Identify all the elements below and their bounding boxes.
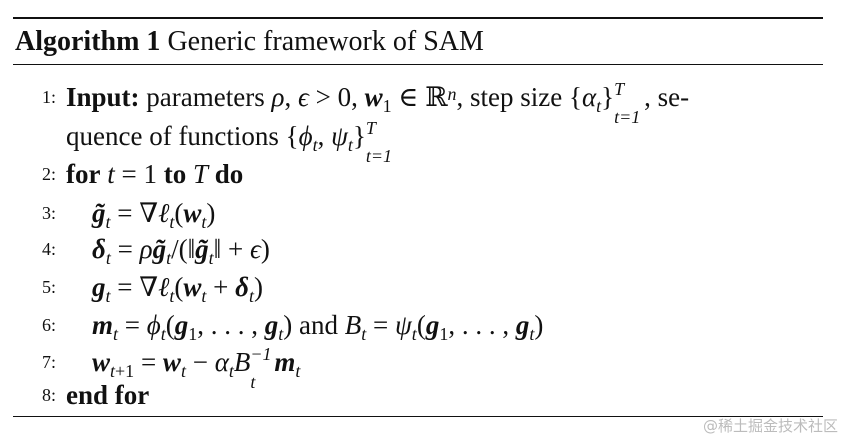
- algorithm-line-3: 3: g̃t = ∇ℓt(wt): [0, 194, 846, 232]
- end-for-keyword: end for: [66, 380, 150, 410]
- algorithm-line-8: 8: end for: [0, 376, 846, 414]
- algorithm-line-6: 6: mt = ϕt(g1, . . . , gt) and Bt = ψt(g…: [0, 306, 846, 344]
- line-number: 3:: [41, 203, 56, 223]
- and-word: and: [299, 310, 339, 340]
- line-number: 2:: [41, 164, 56, 184]
- algorithm-caption: Algorithm 1 Generic framework of SAM: [15, 24, 484, 60]
- algorithm-title: Generic framework of SAM: [167, 26, 484, 57]
- algorithm-label: Algorithm 1: [15, 26, 161, 57]
- line-number: 1:: [41, 87, 56, 107]
- line-content: g̃t = ∇ℓt(wt): [92, 198, 216, 233]
- algorithm-line-5: 5: gt = ∇ℓt(wt + δt): [0, 268, 846, 306]
- caption-rule: [13, 64, 823, 65]
- line-number: 6:: [41, 315, 56, 335]
- line-content: δt = ρg̃t/(‖g̃t‖ + ϵ): [92, 234, 270, 269]
- do-keyword: do: [214, 159, 244, 189]
- line-number: 5:: [41, 277, 56, 297]
- line-content: for t = 1 to T do: [66, 159, 244, 189]
- watermark: @稀土掘金技术社区: [702, 417, 838, 435]
- line-content: mt = ϕt(g1, . . . , gt) and Bt = ψt(g1, …: [92, 310, 544, 345]
- line-number: 4:: [41, 239, 56, 259]
- algorithm-line-4: 4: δt = ρg̃t/(‖g̃t‖ + ϵ): [0, 230, 846, 268]
- line-number: 7:: [41, 352, 56, 372]
- algorithm-line-1: 1: Input: parameters ρ, ϵ > 0, w1 ∈ ℝn, …: [0, 78, 846, 127]
- line-content: Input: parameters ρ, ϵ > 0, w1 ∈ ℝn, ste…: [66, 79, 690, 127]
- line-content: gt = ∇ℓt(wt + δt): [92, 272, 263, 307]
- algorithm-line-2: 2: for t = 1 to T do: [0, 155, 846, 193]
- line-number: 8:: [41, 385, 56, 405]
- to-keyword: to: [163, 159, 187, 189]
- line-content: end for: [66, 376, 149, 414]
- bottom-rule: [13, 416, 823, 417]
- input-keyword: Input:: [66, 82, 140, 112]
- for-keyword: for: [66, 159, 101, 189]
- top-rule: [13, 17, 823, 19]
